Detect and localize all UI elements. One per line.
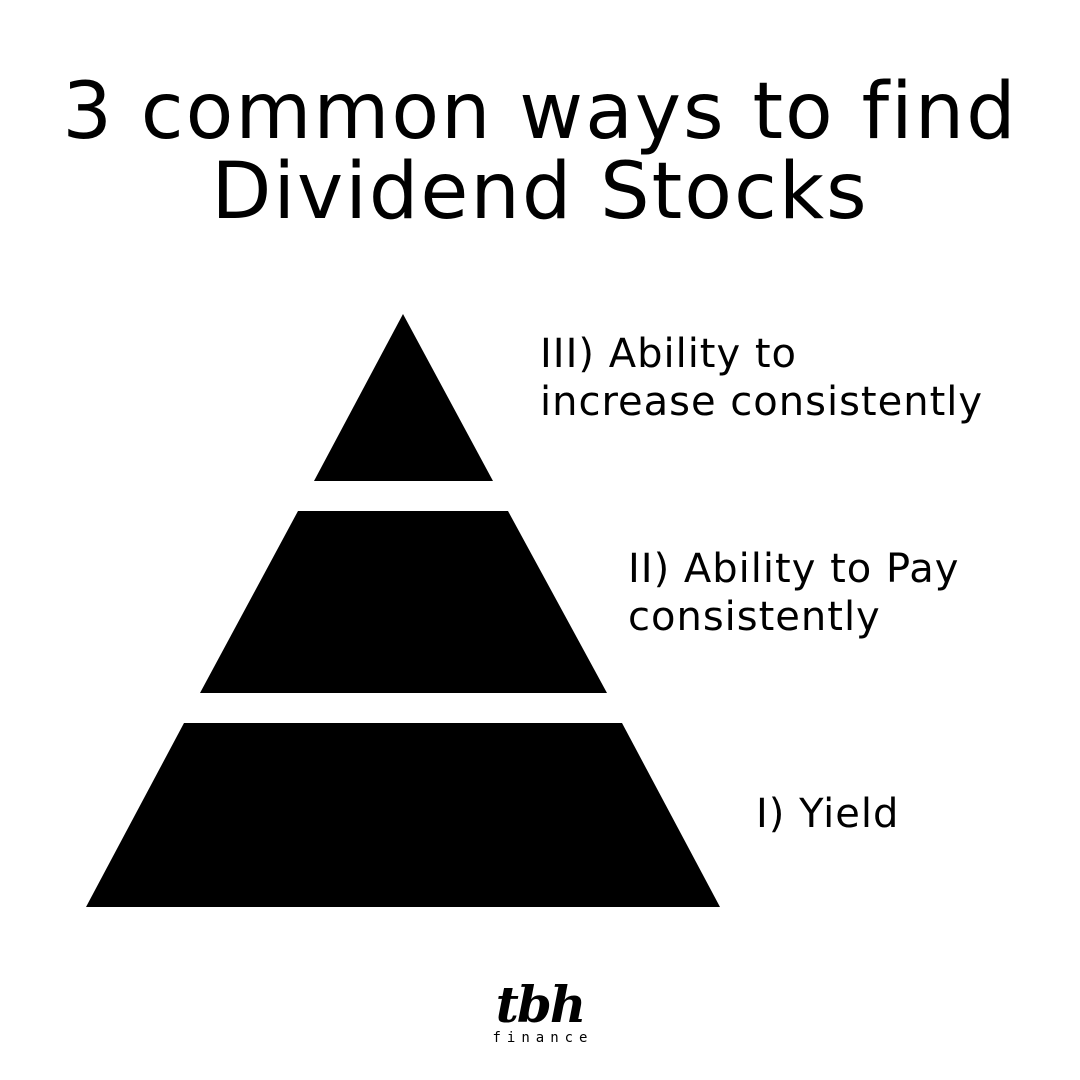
title-line-1: 3 common ways to find <box>62 67 1018 158</box>
pyramid-tier-bottom <box>86 723 720 907</box>
tier-label-3-line-2: increase consistently <box>540 379 984 425</box>
tier-label-2-line-2: consistently <box>628 594 881 640</box>
title-line-2: Dividend Stocks <box>211 147 869 238</box>
tier-label-3-line-1: III) Ability to <box>540 331 798 377</box>
page-title: 3 common ways to find Dividend Stocks <box>0 72 1080 232</box>
brand-logo: tbh finance <box>0 975 1080 1047</box>
logo-mark: tbh <box>495 975 586 1034</box>
tier-label-1-line-1: I) Yield <box>756 791 900 837</box>
tier-label-2: II) Ability to Pay consistently <box>628 545 959 641</box>
pyramid-tier-middle <box>200 511 607 693</box>
tier-label-1: I) Yield <box>756 790 899 838</box>
tier-label-3: III) Ability to increase consistently <box>540 330 983 426</box>
logo-subtitle: finance <box>492 1030 594 1046</box>
pyramid-tier-top <box>314 314 493 481</box>
tier-label-2-line-1: II) Ability to Pay <box>628 546 960 592</box>
